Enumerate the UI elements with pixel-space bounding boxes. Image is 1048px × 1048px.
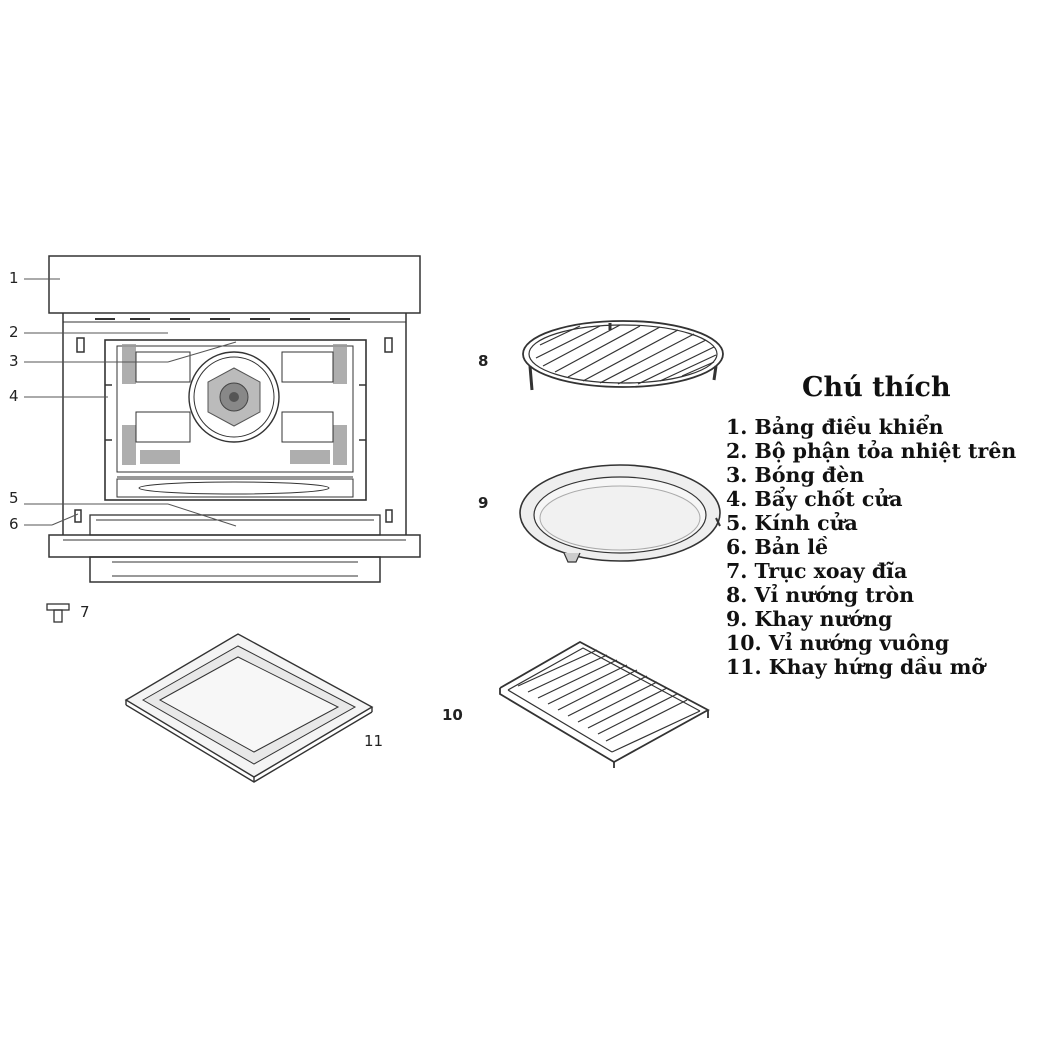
oven-drawer xyxy=(89,556,381,583)
legend-item: 3. Bóng đèn xyxy=(726,463,865,487)
callout-5: 5 xyxy=(9,489,19,507)
square-rack-wires xyxy=(517,649,688,742)
legend-item: 1. Bảng điều khiển xyxy=(726,415,944,439)
callout-leaders xyxy=(24,278,237,527)
legend-item: 11. Khay hứng dầu mỡ xyxy=(726,655,986,679)
oven-hinge-right xyxy=(385,509,393,523)
legend-list: 1. Bảng điều khiển 2. Bộ phận tỏa nhiệt … xyxy=(726,415,1016,679)
oven-latch-left xyxy=(76,337,85,353)
legend: Chú thích 1. Bảng điều khiển 2. Bộ phận … xyxy=(726,372,1016,679)
callout-7: 7 xyxy=(80,603,90,621)
callout-10: 10 xyxy=(442,706,463,724)
callout-11: 11 xyxy=(364,732,384,750)
round-rack-wires xyxy=(535,324,717,385)
callout-3: 3 xyxy=(9,352,19,370)
square-grill-rack-drawing xyxy=(499,640,710,768)
legend-item: 2. Bộ phận tỏa nhiệt trên xyxy=(726,439,1017,463)
oven-cavity xyxy=(104,339,367,501)
legend-item: 10. Vỉ nướng vuông xyxy=(726,631,950,655)
turntable-spindle-drawing xyxy=(46,603,70,623)
drip-tray-drawing xyxy=(124,633,374,783)
legend-item: 6. Bản lề xyxy=(726,535,829,559)
round-grill-rack-drawing xyxy=(522,320,724,391)
oven-control-panel xyxy=(48,255,421,314)
oven-front-view xyxy=(48,255,421,583)
oven-base xyxy=(48,534,421,558)
round-rack-legs xyxy=(528,323,718,391)
legend-item: 5. Kính cửa xyxy=(726,511,858,535)
oven-turntable xyxy=(138,481,330,495)
callout-4: 4 xyxy=(9,387,19,405)
callout-6: 6 xyxy=(9,515,19,533)
legend-title: Chú thích xyxy=(802,372,951,403)
oven-door-glass xyxy=(89,514,381,536)
legend-item: 9. Khay nướng xyxy=(726,607,893,631)
legend-item: 4. Bẩy chốt cửa xyxy=(726,487,903,511)
oven-fan-housing xyxy=(188,351,280,443)
callout-2: 2 xyxy=(9,323,19,341)
oven-latch-right xyxy=(384,337,393,353)
callout-1: 1 xyxy=(9,269,19,287)
baking-tray-drawing xyxy=(519,464,721,563)
oven-back-wall-mesh xyxy=(122,344,347,465)
callout-8: 8 xyxy=(478,352,489,370)
legend-item: 7. Trục xoay đĩa xyxy=(726,559,908,583)
legend-item: 8. Vỉ nướng tròn xyxy=(726,583,915,607)
oven-hinge-left xyxy=(74,509,82,523)
callout-9: 9 xyxy=(478,494,489,512)
